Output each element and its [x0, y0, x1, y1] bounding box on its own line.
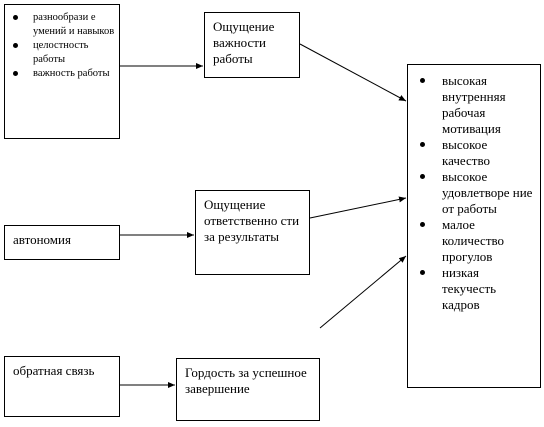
state-box-meaning: Ощущение важности работы	[204, 12, 300, 78]
list-item: важность работы	[5, 67, 119, 81]
list-item: высокая внутренняя рабочая мотивация	[408, 73, 536, 137]
arrow-knowledge-to-outcomes	[319, 255, 407, 329]
state-box-knowledge: Гордость за успешное завершение	[176, 358, 320, 421]
outcomes-box: высокая внутренняя рабочая мотивация выс…	[407, 64, 541, 388]
list-item: целостность работы	[5, 39, 119, 67]
outcomes-list: высокая внутренняя рабочая мотивация выс…	[408, 73, 536, 313]
state-knowledge-text: Гордость за успешное завершение	[185, 365, 307, 396]
list-item: высокое качество	[408, 137, 536, 169]
state-responsibility-text: Ощущение ответственно сти за результаты	[204, 197, 300, 244]
factor-feedback-text: обратная связь	[13, 363, 95, 378]
list-item: низкая текучесть кадров	[408, 265, 536, 313]
factor-box-autonomy: автономия	[4, 225, 120, 260]
list-item: высокое удовлетворе ние от работы	[408, 169, 536, 217]
state-meaning-text: Ощущение важности работы	[213, 19, 275, 66]
factor-box-skills: разнообрази е умений и навыков целостнос…	[4, 4, 120, 139]
state-box-responsibility: Ощущение ответственно сти за результаты	[195, 190, 310, 275]
factor-autonomy-text: автономия	[13, 232, 71, 247]
list-item: разнообрази е умений и навыков	[5, 11, 119, 39]
list-item: малое количество прогулов	[408, 217, 536, 265]
skills-list: разнообрази е умений и навыков целостнос…	[5, 11, 119, 81]
arrow-responsibility-to-outcomes	[309, 196, 407, 219]
arrow-meaning-to-outcomes	[299, 43, 407, 102]
factor-box-feedback: обратная связь	[4, 356, 120, 417]
